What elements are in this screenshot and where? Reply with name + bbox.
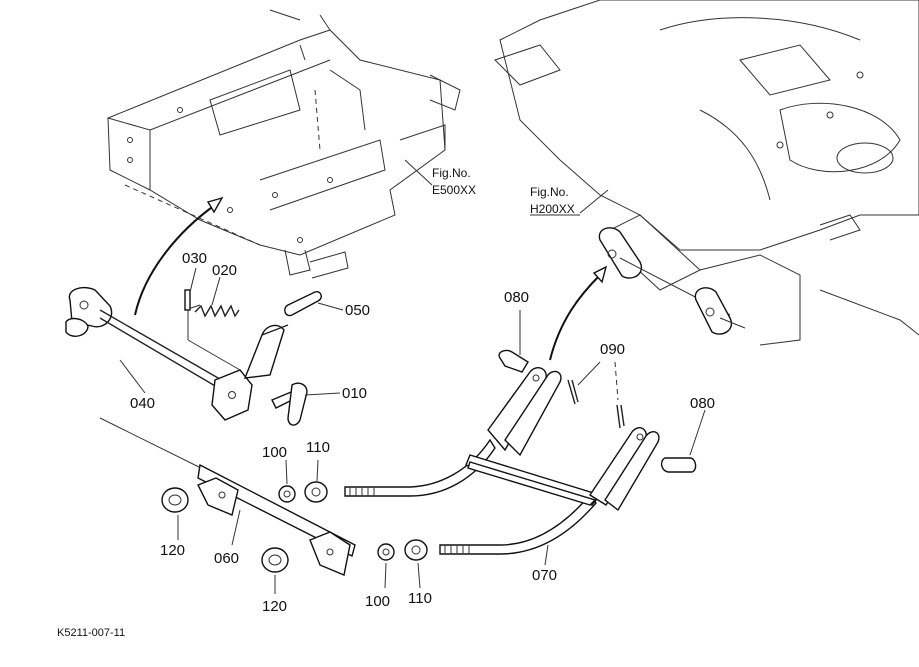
collar-110-upper xyxy=(304,481,328,503)
callout-060: 060 xyxy=(214,550,239,567)
front-link-rod xyxy=(65,286,226,391)
mower-deck xyxy=(494,0,919,346)
figref-left-number: E500XX xyxy=(432,183,476,197)
nut-120-upper xyxy=(161,487,189,513)
deck-lift-link-rear xyxy=(694,287,746,335)
callout-110-upper: 110 xyxy=(306,439,330,456)
figref-left: Fig.No. E500XX xyxy=(404,159,476,197)
callout-090: 090 xyxy=(600,341,625,358)
assembly-arrow-left xyxy=(134,204,216,316)
callout-120-upper: 120 xyxy=(160,542,185,559)
washer-100-upper xyxy=(278,485,296,503)
split-pin-090-left xyxy=(567,379,579,405)
callout-010: 010 xyxy=(342,385,367,402)
collar-110-lower xyxy=(404,539,428,561)
callout-080-left: 080 xyxy=(504,289,529,306)
spring xyxy=(184,304,240,318)
nut-120-lower xyxy=(261,547,289,573)
callout-100-lower: 100 xyxy=(365,593,390,610)
clevis-pin-010 xyxy=(271,382,308,426)
pin-050 xyxy=(284,290,322,317)
assembly-arrow-left-head xyxy=(206,196,224,214)
figref-right-label: Fig.No. xyxy=(530,185,569,199)
figref-right: Fig.No. H200XX xyxy=(530,185,609,216)
callout-100-upper: 100 xyxy=(262,444,287,461)
tractor-frame xyxy=(107,9,461,279)
deck-lift-link-front xyxy=(598,227,731,316)
assembly-arrow-right xyxy=(549,274,601,361)
callout-030: 030 xyxy=(182,250,207,267)
figref-left-label: Fig.No. xyxy=(432,166,471,180)
callout-080-right: 080 xyxy=(690,395,715,412)
callout-070: 070 xyxy=(532,567,557,584)
figref-right-number: H200XX xyxy=(530,202,575,216)
leader-lines xyxy=(119,267,706,594)
callout-050: 050 xyxy=(345,302,370,319)
lift-arm-weldment xyxy=(344,367,660,555)
drawing-code: K5211-007-11 xyxy=(57,627,125,639)
callout-120-lower: 120 xyxy=(262,598,287,615)
callout-020: 020 xyxy=(212,262,237,279)
split-pin-090-right xyxy=(616,404,625,429)
washer-100-lower xyxy=(377,543,395,561)
callout-110-lower: 110 xyxy=(408,590,432,607)
cross-shaft xyxy=(99,417,356,576)
assembly-arrow-right-head xyxy=(592,265,608,284)
pin-080-right xyxy=(660,457,697,473)
callout-040: 040 xyxy=(130,395,155,412)
spring-pin xyxy=(184,289,241,371)
pin-080-left xyxy=(498,345,529,373)
